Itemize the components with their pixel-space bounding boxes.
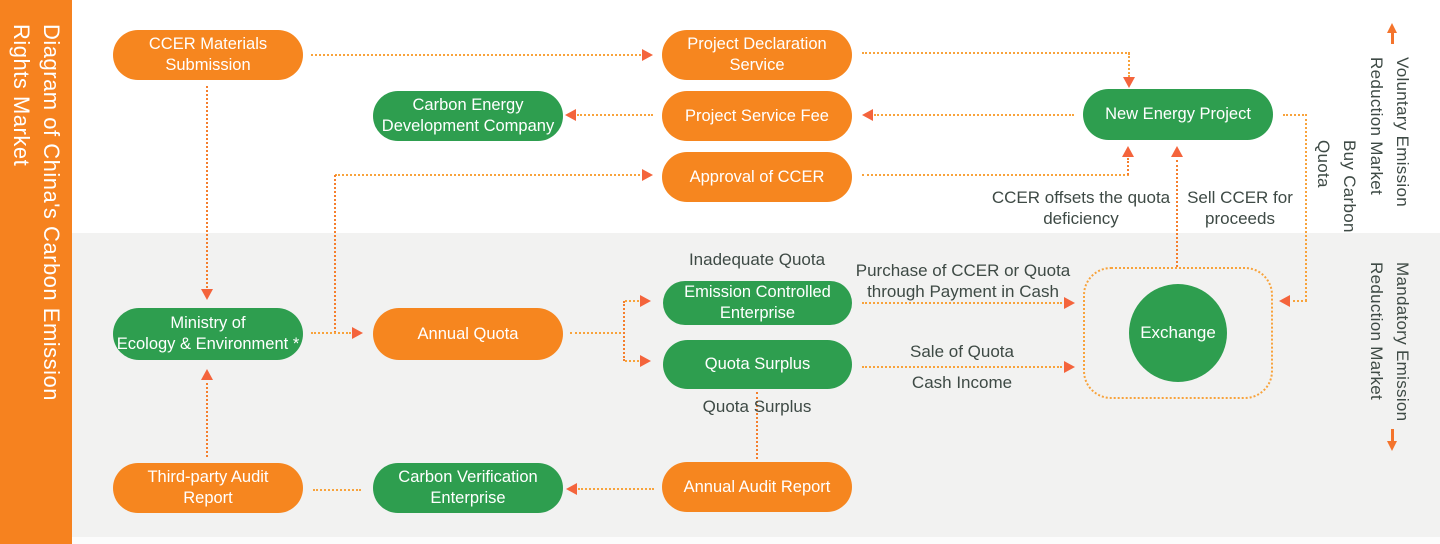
connector-declaration-to-newenergy-drop xyxy=(1128,53,1130,77)
label-ccer-offsets: CCER offsets the quota deficiency xyxy=(991,188,1171,228)
connector-approval-to-newenergy xyxy=(862,174,1129,176)
arrowhead-right-icon xyxy=(352,327,363,339)
mandatory-down-arrow-stem xyxy=(1391,429,1394,441)
connector-ccer-to-declaration xyxy=(311,54,641,56)
connector-thirdparty-to-ministry xyxy=(206,383,208,457)
arrowhead-down-icon xyxy=(1123,77,1135,88)
node-label: Carbon Energy Development Company xyxy=(381,96,555,135)
node-third-party-audit-report: Third-party Audit Report xyxy=(113,463,303,513)
sidebar: Diagram of China's Carbon Emission Right… xyxy=(0,0,72,544)
arrowhead-right-icon xyxy=(640,295,651,307)
voluntary-up-arrow-icon xyxy=(1387,23,1397,33)
label-voluntary-market: Voluntary Emission Reduction Market xyxy=(1367,57,1412,207)
connector-quota-split xyxy=(570,332,625,334)
connector-quota-to-surplus xyxy=(625,360,639,362)
connector-ministry-to-approval xyxy=(335,174,640,176)
connector-verification-to-thirdparty xyxy=(313,489,361,491)
label-cash-income: Cash Income xyxy=(911,373,1013,392)
connector-surplus-to-exchange xyxy=(862,366,1062,368)
connector-newenergy-to-exchange-in xyxy=(1293,300,1307,302)
node-label: Project Declaration Service xyxy=(687,35,827,74)
arrowhead-up-icon xyxy=(1171,146,1183,157)
node-label: Emission Controlled Enterprise xyxy=(684,283,831,322)
arrowhead-right-icon xyxy=(642,49,653,61)
arrowhead-left-icon xyxy=(565,109,576,121)
node-label: Approval of CCER xyxy=(689,167,825,186)
arrowhead-down-icon xyxy=(201,289,213,300)
voluntary-up-arrow-stem xyxy=(1391,32,1394,44)
connector-exchange-to-newenergy xyxy=(1176,160,1178,267)
label-sale-of-quota: Sale of Quota xyxy=(910,342,1014,361)
exchange-boundary xyxy=(1083,267,1273,399)
node-project-service-fee: Project Service Fee xyxy=(662,91,852,141)
node-ccer-materials-submission: CCER Materials Submission xyxy=(113,30,303,80)
mandatory-down-arrow-icon xyxy=(1387,441,1397,451)
node-approval-of-ccer: Approval of CCER xyxy=(662,152,852,202)
node-carbon-energy-development-company: Carbon Energy Development Company xyxy=(373,91,563,141)
node-label: Carbon Verification Enterprise xyxy=(398,468,538,507)
arrowhead-left-icon xyxy=(1279,295,1290,307)
connector-quota-split-vertical xyxy=(623,301,625,361)
node-label: CCER Materials Submission xyxy=(148,35,268,74)
label-mandatory-market: Mandatory Emission Reduction Market xyxy=(1367,262,1412,422)
label-sell-ccer: Sell CCER for proceeds xyxy=(1187,188,1293,228)
node-label: New Energy Project xyxy=(1105,105,1251,123)
arrowhead-up-icon xyxy=(1122,146,1134,157)
label-buy-carbon-quota: Buy Carbon Quota xyxy=(1314,140,1359,233)
connector-audit-to-surplus xyxy=(756,392,758,459)
connector-declaration-to-newenergy xyxy=(862,52,1130,54)
node-quota-surplus: Quota Surplus xyxy=(663,340,852,389)
connector-ccer-to-ministry xyxy=(206,86,208,288)
diagram-title: Diagram of China's Carbon Emission Right… xyxy=(9,24,64,402)
node-annual-quota: Annual Quota xyxy=(373,308,563,360)
connector-ministry-branch-up xyxy=(334,175,336,333)
connector-audit-to-verification xyxy=(578,488,654,490)
node-label: Third-party Audit Report xyxy=(147,468,269,507)
node-exchange: Exchange xyxy=(1129,284,1227,382)
node-label: Annual Audit Report xyxy=(683,477,831,496)
connector-newenergy-to-exchange-top xyxy=(1283,114,1307,116)
node-project-declaration-service: Project Declaration Service xyxy=(662,30,852,80)
arrowhead-right-icon xyxy=(1064,297,1075,309)
arrowhead-left-icon xyxy=(566,483,577,495)
node-emission-controlled-enterprise: Emission Controlled Enterprise xyxy=(663,281,852,325)
connector-ece-to-exchange xyxy=(862,302,1062,304)
arrowhead-left-icon xyxy=(862,109,873,121)
label-purchase-of-ccer: Purchase of CCER or Quota through Paymen… xyxy=(855,261,1071,301)
node-label: Annual Quota xyxy=(417,324,519,343)
bottom-margin xyxy=(72,537,1440,544)
label-quota-surplus: Quota Surplus xyxy=(702,397,812,416)
node-ministry-of-ecology-environment: Ministry of Ecology & Environment * xyxy=(113,308,303,360)
arrowhead-up-icon xyxy=(201,369,213,380)
node-label: Exchange xyxy=(1140,323,1216,342)
arrowhead-right-icon xyxy=(1064,361,1075,373)
connector-quota-to-ece xyxy=(625,300,639,302)
node-annual-audit-report: Annual Audit Report xyxy=(662,462,852,512)
label-inadequate-quota: Inadequate Quota xyxy=(688,250,826,269)
connector-ministry-to-quota xyxy=(311,332,351,334)
connector-newenergy-to-servicefee xyxy=(874,114,1074,116)
arrowhead-right-icon xyxy=(640,355,651,367)
connector-newenergy-to-exchange-drop xyxy=(1305,114,1307,301)
node-new-energy-project: New Energy Project xyxy=(1083,89,1273,140)
node-carbon-verification-enterprise: Carbon Verification Enterprise xyxy=(373,463,563,513)
node-label: Project Service Fee xyxy=(685,106,829,125)
node-label: Quota Surplus xyxy=(704,355,811,373)
node-label: Ministry of Ecology & Environment * xyxy=(116,314,300,353)
connector-approval-to-newenergy-rise xyxy=(1127,158,1129,175)
connector-servicefee-to-carbonenergy xyxy=(577,114,653,116)
arrowhead-right-icon xyxy=(642,169,653,181)
